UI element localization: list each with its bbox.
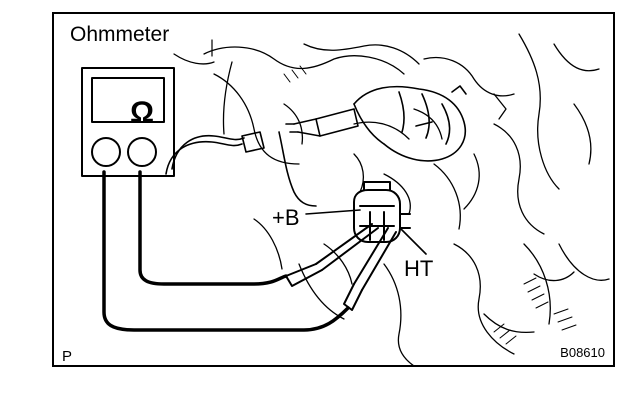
- figure-frame: Ohmmeter Ω +B HT P B08610: [52, 12, 615, 367]
- connector: [353, 181, 411, 243]
- figure-title: Ohmmeter: [70, 23, 170, 46]
- positive-terminal-label: +B: [272, 205, 300, 230]
- probe-leads: [285, 223, 397, 311]
- ohm-symbol: Ω: [129, 96, 155, 129]
- corner-mark: P: [62, 348, 73, 365]
- engine-hatching: [283, 65, 577, 345]
- figure-code: B08610: [560, 345, 605, 360]
- harness-wire: [165, 131, 317, 207]
- spark-plug: [285, 108, 359, 137]
- engine-background: [173, 33, 610, 365]
- leader-lines: [305, 209, 427, 255]
- ohmmeter-body: [81, 67, 175, 177]
- high-tension-terminal-label: HT: [404, 256, 434, 281]
- engine-illustration: [81, 33, 610, 365]
- meter-cables: [102, 170, 350, 332]
- hand-drawing: [353, 85, 467, 162]
